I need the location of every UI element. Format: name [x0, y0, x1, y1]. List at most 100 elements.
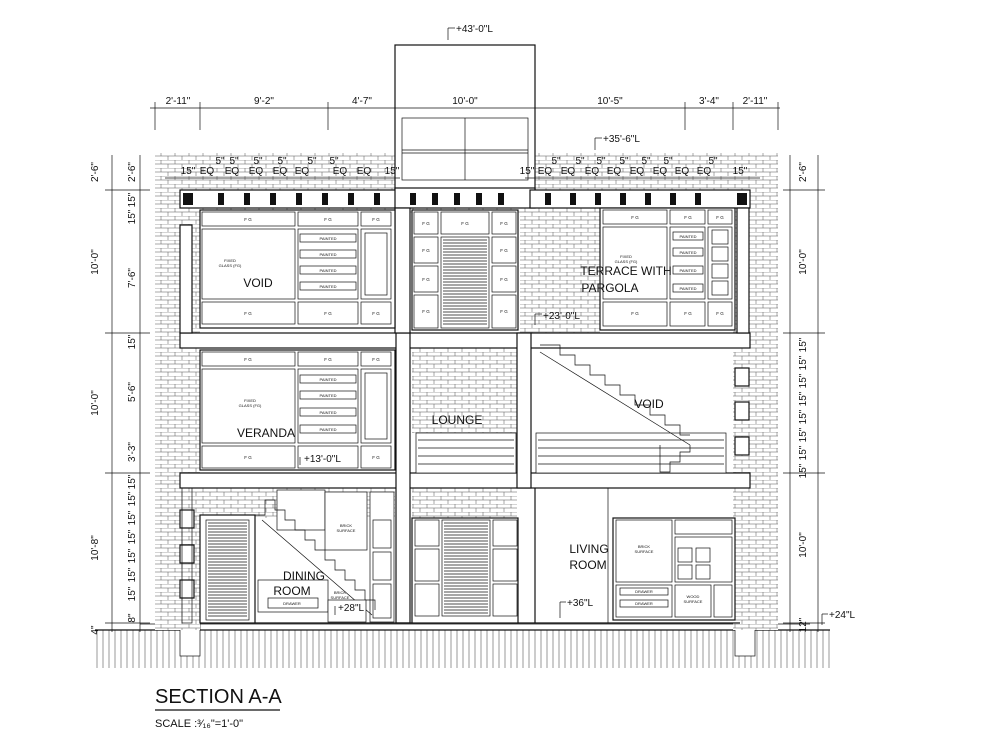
painted-8: PAINTED: [679, 286, 696, 291]
upper-louvre: [443, 239, 487, 325]
li-3: 7'-6": [127, 268, 138, 288]
lo-1: 10'-0": [90, 249, 101, 275]
pl-6: 5": [253, 156, 263, 167]
fixed-1: FIXED: [224, 258, 236, 263]
pr-6: 5": [596, 156, 606, 167]
pl-2: 5": [215, 156, 225, 167]
fg-24: F G: [372, 357, 380, 362]
room-dining: DINING: [283, 569, 325, 583]
veranda-glazing: [199, 349, 396, 471]
lounge-area: [415, 344, 750, 474]
room-void-upper: VOID: [243, 276, 273, 290]
pr-0: 15": [520, 166, 535, 177]
fixed-2b: GLASS (FG): [615, 259, 638, 264]
fg-20: F G: [684, 311, 692, 316]
dim-top-1: 2'-11": [166, 96, 191, 107]
brick-1: BRICK: [340, 523, 353, 528]
terrace-glazing: [599, 207, 736, 331]
fg-21: F G: [716, 311, 724, 316]
brick-3b: SURFACE: [635, 549, 654, 554]
brick-1b: SURFACE: [337, 528, 356, 533]
fg-18: F G: [716, 215, 724, 220]
painted-1: PAINTED: [319, 236, 336, 241]
pr-4: 5": [575, 156, 585, 167]
dim-top-4: 10'-0": [452, 96, 478, 107]
pr-12: 5": [663, 156, 673, 167]
pr-8: 5": [619, 156, 629, 167]
room-terrace-2: PARGOLA: [581, 281, 638, 295]
pr-15: EQ: [697, 166, 712, 177]
room-void-mid: VOID: [634, 397, 664, 411]
fg-2: F G: [324, 217, 332, 222]
pl-4: 5": [229, 156, 239, 167]
fg-9: F G: [500, 221, 508, 226]
pr-1: EQ: [538, 166, 553, 177]
title-block: SECTION A-A SCALE :³⁄₁₆"=1'-0": [155, 686, 282, 730]
pl-11: EQ: [333, 166, 348, 177]
room-terrace: TERRACE WITH: [580, 264, 671, 278]
level-dining: +28"L: [338, 603, 365, 614]
pl-1: EQ: [200, 166, 215, 177]
li-13: 15": [127, 586, 138, 601]
room-lounge: LOUNGE: [432, 413, 483, 427]
fixed-1b: GLASS (FG): [219, 263, 242, 268]
li-8: 15": [127, 491, 138, 506]
room-dining-2: ROOM: [273, 584, 310, 598]
painted-6: PAINTED: [679, 250, 696, 255]
painted-2: PAINTED: [319, 252, 336, 257]
fg-26: F G: [372, 455, 380, 460]
fg-4: F G: [244, 311, 252, 316]
painted-11: PAINTED: [319, 410, 336, 415]
parapet-right-dims: 15" EQ 5" EQ 5" EQ 5" EQ 5" EQ 5" EQ 5" …: [520, 156, 748, 177]
pl-7: EQ: [273, 166, 288, 177]
fg-7: F G: [422, 221, 430, 226]
li-14: 8": [127, 613, 138, 623]
brick-2b: SURFACE: [331, 595, 350, 600]
stair-tower: [394, 44, 536, 194]
ro-3: 12": [798, 617, 809, 632]
painted-4: PAINTED: [319, 284, 336, 289]
fixed-3b: GLASS (FG): [239, 403, 262, 408]
fg-8: F G: [461, 221, 469, 226]
fg-11: F G: [422, 277, 430, 282]
painted-7: PAINTED: [679, 268, 696, 273]
level-parapet: +35'-6"L: [603, 134, 640, 145]
pr-16: 15": [733, 166, 748, 177]
pl-13: EQ: [357, 166, 372, 177]
drawing-scale: SCALE :³⁄₁₆"=1'-0": [155, 718, 243, 730]
li-9: 15": [127, 510, 138, 525]
pl-9: EQ: [295, 166, 310, 177]
li-4: 15": [127, 334, 138, 349]
pl-12: 5": [329, 156, 339, 167]
li-11: 15": [127, 548, 138, 563]
level-top: +43'-0"L: [456, 24, 493, 35]
drawer-1: DRAWER: [283, 601, 301, 606]
ri-3: 15": [798, 391, 809, 406]
fg-22: F G: [244, 357, 252, 362]
right-dims: 2'-6" 10'-0" 10'-0" 12" 15" 15" 15" 15" …: [798, 162, 809, 633]
drawing-title: SECTION A-A: [155, 686, 282, 708]
wood-1: WOOD: [687, 594, 700, 599]
fg-6: F G: [372, 311, 380, 316]
fg-12: F G: [422, 309, 430, 314]
ground-floor: [179, 487, 736, 624]
li-7: 15": [127, 474, 138, 489]
li-1: 15": [127, 192, 138, 207]
ri-7: 15": [798, 463, 809, 478]
fg-16: F G: [631, 215, 639, 220]
fg-3: F G: [372, 217, 380, 222]
fg-5: F G: [324, 311, 332, 316]
level-second: +23'-0"L: [543, 311, 580, 322]
parapet-left-dims: 15" EQ 5" EQ 5" EQ 5" EQ 5" EQ 5" EQ 5" …: [181, 156, 400, 177]
pr-2: 5": [551, 156, 561, 167]
level-labels: +43'-0"L +35'-6"L +23'-0"L +13'-0"L +28"…: [304, 24, 856, 621]
painted-12: PAINTED: [319, 427, 336, 432]
fg-19: F G: [631, 311, 639, 316]
fg-10: F G: [422, 248, 430, 253]
level-ground: +24"L: [829, 610, 856, 621]
ri-5: 15": [798, 427, 809, 442]
tower-upper-glazing: [411, 209, 519, 331]
fixed-3: FIXED: [244, 398, 256, 403]
painted-3: PAINTED: [319, 268, 336, 273]
